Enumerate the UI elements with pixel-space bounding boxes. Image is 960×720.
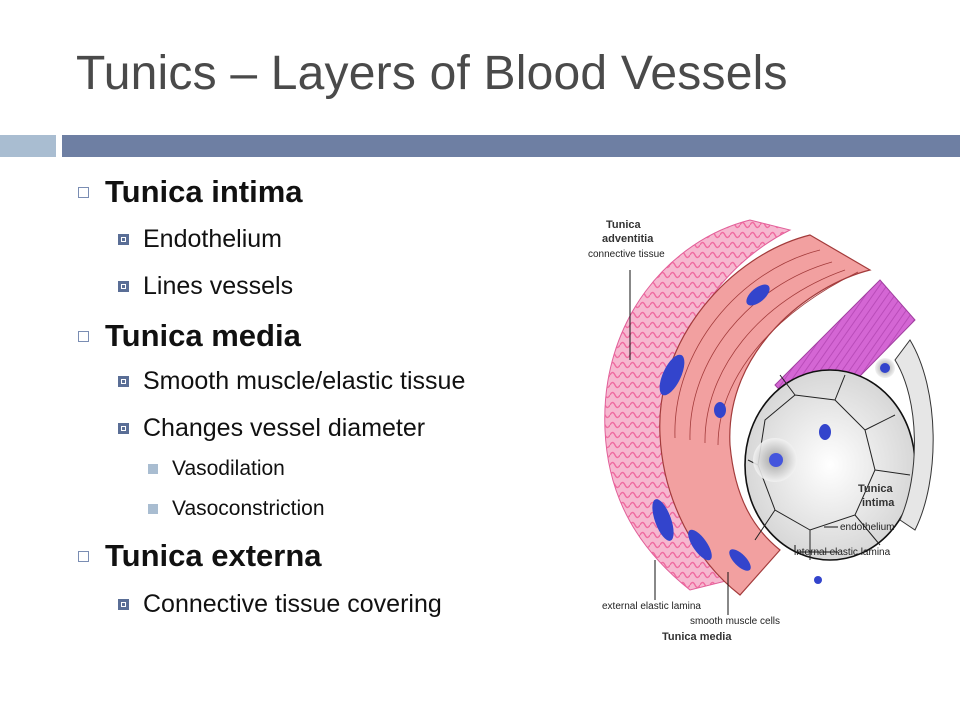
endothelial-nucleus	[769, 453, 783, 467]
smooth-muscle-nucleus	[652, 499, 674, 541]
smooth-muscle-nucleus	[746, 284, 770, 306]
label-endothelium: endothelium	[840, 522, 894, 533]
bullet-text: Vasodilation	[172, 457, 285, 480]
cell-nucleus	[880, 363, 890, 373]
square-bullet-icon	[148, 464, 158, 474]
label-connective-tissue: connective tissue	[588, 249, 665, 260]
square-bullet-icon	[118, 599, 129, 610]
square-bullet-icon	[148, 504, 158, 514]
label-smooth-muscle-cells: smooth muscle cells	[690, 616, 780, 627]
endothelial-nucleus	[714, 402, 726, 418]
square-bullet-icon	[118, 376, 129, 387]
outer-vessel-wall	[875, 339, 934, 531]
bullet-text: Connective tissue covering	[143, 590, 442, 618]
label-intima-1: Tunica	[858, 483, 894, 495]
title-bar-accent	[0, 135, 56, 157]
sub-bullet-changes-diameter: Changes vessel diameter	[118, 414, 425, 443]
leader-lines	[629, 270, 838, 615]
label-external-elastic-lamina: external elastic lamina	[602, 601, 701, 612]
smooth-muscle-nucleus	[729, 549, 751, 571]
square-bullet-icon	[118, 281, 129, 292]
label-internal-elastic-lamina: internal elastic lamina	[794, 547, 891, 558]
bullet-text: Lines vessels	[143, 272, 294, 300]
square-bullet-icon	[118, 423, 129, 434]
label-intima-2: intima	[862, 497, 895, 509]
bullet-text: Tunica media	[105, 318, 301, 353]
smooth-muscle-nucleus	[688, 529, 712, 561]
sub-sub-bullet-vasodilation: Vasodilation	[148, 457, 285, 481]
bullet-text: Tunica intima	[105, 174, 303, 209]
square-bullet-icon	[78, 330, 89, 342]
bullet-text: Endothelium	[143, 225, 282, 253]
title-bar	[62, 135, 960, 157]
slide-title: Tunics – Layers of Blood Vessels	[76, 47, 788, 100]
vessel-lumen	[714, 369, 916, 584]
label-adventitia-2: adventitia	[602, 233, 654, 245]
bullet-text: Tunica externa	[105, 538, 322, 573]
label-tunica-media: Tunica media	[662, 631, 732, 643]
endothelial-nucleus	[819, 424, 831, 440]
bullet-tunica-intima: Tunica intima	[78, 174, 303, 210]
bullet-list: Tunica intima Endothelium Lines vessels …	[78, 174, 465, 619]
bullet-text: Changes vessel diameter	[143, 414, 426, 442]
square-bullet-icon	[78, 186, 89, 198]
sub-bullet-connective-tissue: Connective tissue covering	[118, 590, 442, 619]
bullet-tunica-media: Tunica media	[78, 318, 301, 354]
sub-bullet-endothelium: Endothelium	[118, 225, 282, 254]
tunica-media-layer	[652, 234, 872, 596]
sub-sub-bullet-vasoconstriction: Vasoconstriction	[148, 497, 325, 521]
bullet-text: Smooth muscle/elastic tissue	[143, 367, 466, 395]
sub-bullet-smooth-muscle: Smooth muscle/elastic tissue	[118, 367, 465, 396]
blood-vessel-diagram: Tunica adventitia connective tissue Tuni…	[588, 219, 934, 643]
square-bullet-icon	[118, 234, 129, 245]
bullet-tunica-externa: Tunica externa	[78, 538, 322, 574]
square-bullet-icon	[78, 550, 89, 562]
label-adventitia-1: Tunica	[606, 219, 642, 231]
sub-bullet-lines-vessels: Lines vessels	[118, 272, 293, 301]
smooth-muscle-nucleus	[659, 354, 685, 396]
bullet-text: Vasoconstriction	[172, 497, 325, 520]
